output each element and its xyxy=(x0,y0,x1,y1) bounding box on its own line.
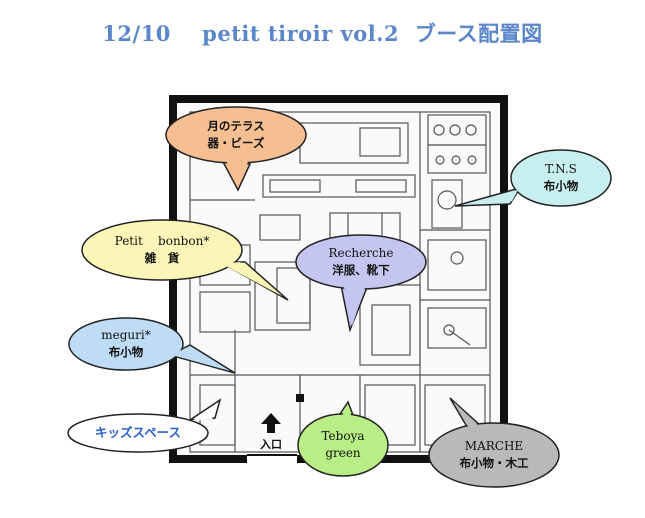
entrance-gap xyxy=(247,453,297,463)
booth-category: 洋服、靴下 xyxy=(332,263,390,278)
booth-name: MARCHE xyxy=(464,438,524,453)
callout-shape-kids xyxy=(67,398,222,453)
booth-category: 布小物・木工 xyxy=(459,456,529,471)
booth-callout-marche: MARCHE 布小物・木工 xyxy=(431,432,557,478)
entrance-label: 入口 xyxy=(260,438,282,451)
booth-name: meguri* xyxy=(101,327,151,342)
booth-callout-teboya: Teboya green xyxy=(300,422,386,468)
booth-callout-tns: T.N.S 布小物 xyxy=(513,155,609,201)
callout-shape-marche xyxy=(428,397,560,488)
booth-name: 月のテラス xyxy=(207,119,265,134)
booth-name: T.N.S xyxy=(545,161,577,176)
booth-category: 布小物 xyxy=(543,179,579,194)
callout-shape-petit xyxy=(81,219,289,301)
booth-category: 布小物 xyxy=(108,345,144,360)
callout-shape-meguri xyxy=(68,317,236,374)
booth-category: 雑 貨 xyxy=(144,251,180,266)
booth-name: Recherche xyxy=(328,245,394,260)
booth-name: Petit bonbon* xyxy=(114,233,210,248)
callout-shape-tns xyxy=(454,149,612,207)
pillar xyxy=(296,394,304,402)
callout-shape-recher xyxy=(295,234,427,333)
booth-callout-kids: キッズスペース xyxy=(70,421,206,445)
booth-category: green xyxy=(325,446,361,460)
booth-callout-recher: Recherche 洋服、靴下 xyxy=(298,239,424,285)
entrance-arrow-icon xyxy=(261,413,281,433)
booth-callout-tsuki: 月のテラス 器・ビーズ xyxy=(170,112,302,158)
callout-shape-teboya xyxy=(297,400,389,477)
page-title: 12/10 petit tiroir vol.2 ブース配置図 xyxy=(102,21,543,46)
booth-category: 器・ビーズ xyxy=(207,136,265,150)
booth-name: Teboya xyxy=(321,428,365,443)
booth-callout-petit: Petit bonbon* 雑 貨 xyxy=(86,227,238,273)
booth-name: キッズスペース xyxy=(94,424,181,440)
booth-callout-meguri: meguri* 布小物 xyxy=(72,321,180,367)
callout-shape-tsuki xyxy=(165,106,307,192)
